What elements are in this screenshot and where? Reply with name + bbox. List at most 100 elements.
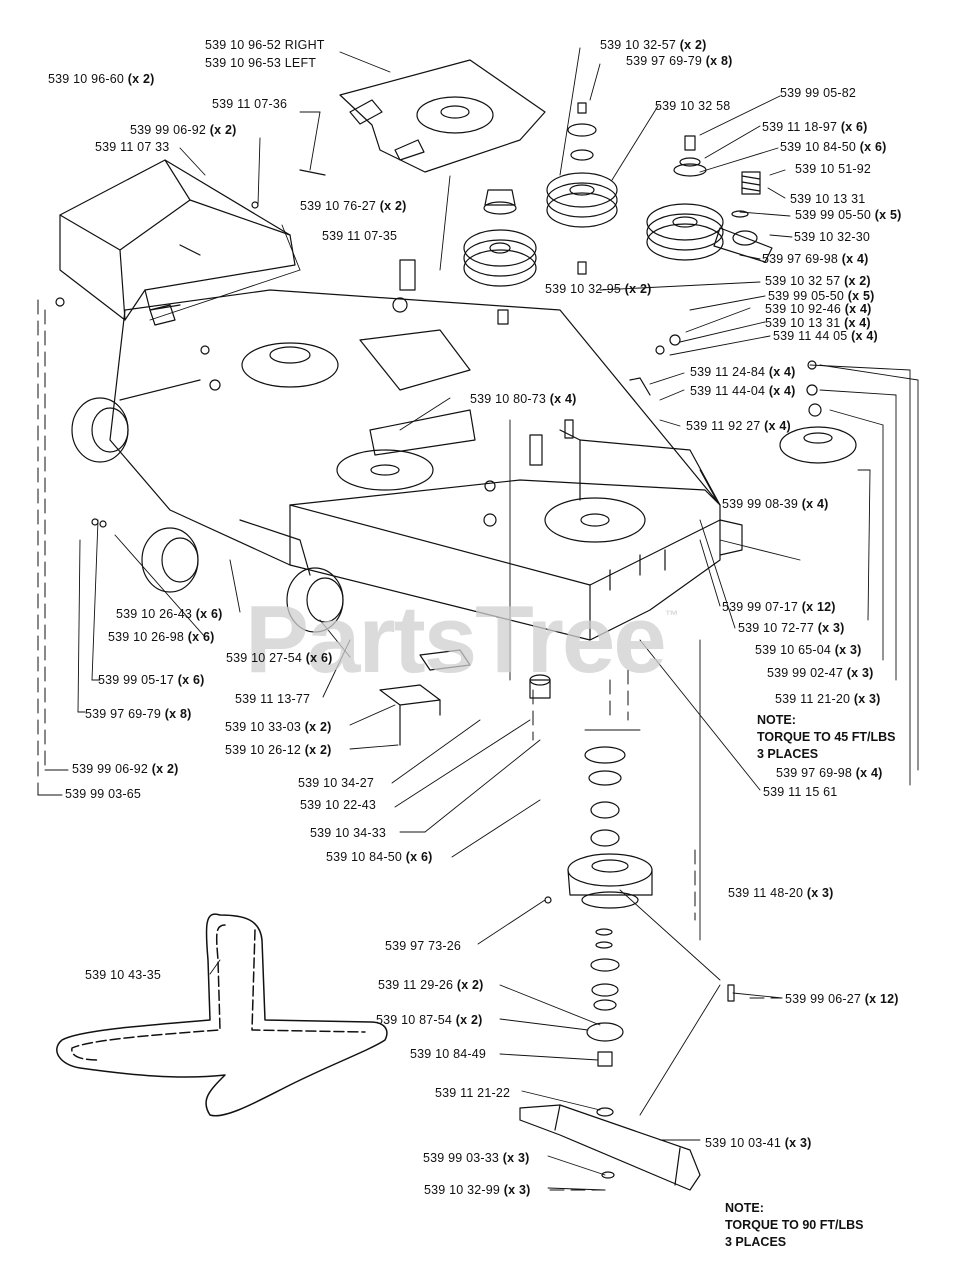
part-quantity: (x 8)	[705, 54, 733, 68]
part-number: 539 11 21-20	[775, 692, 851, 706]
part-label: 539 97 69-98 (x 4)	[762, 252, 868, 266]
part-number: 539 99 08-39	[722, 497, 799, 511]
note-line: TORQUE TO 45 FT/LBS	[757, 730, 896, 744]
part-number: 539 10 76-27	[300, 199, 377, 213]
part-quantity: (x 4)	[768, 384, 796, 398]
part-label: 539 99 03-33 (x 3)	[423, 1151, 529, 1165]
part-label: 539 97 73-26	[385, 939, 461, 953]
part-label: 539 99 06-92 (x 2)	[130, 123, 236, 137]
part-label: 539 10 32-30	[794, 230, 870, 244]
part-number: 539 99 05-50	[795, 208, 872, 222]
part-quantity: (x 2)	[127, 72, 155, 86]
part-label: 539 11 07 33	[95, 140, 169, 154]
part-label: 539 10 84-50 (x 6)	[326, 850, 432, 864]
part-number: 539 10 84-50	[780, 140, 857, 154]
leader-lines	[77, 47, 919, 1191]
part-number: 539 10 26-12	[225, 743, 302, 757]
part-label: 539 99 05-50 (x 5)	[795, 208, 901, 222]
part-quantity: (x 6)	[840, 120, 868, 134]
part-number: 539 11 18-97	[762, 120, 838, 134]
pulley-right	[646, 135, 773, 263]
part-number: 539 10 80-73	[470, 392, 547, 406]
part-quantity: (x 2)	[679, 38, 707, 52]
part-number: 539 10 32 57	[765, 274, 841, 288]
part-number: 539 99 06-92	[130, 123, 207, 137]
part-quantity: (x 8)	[164, 707, 192, 721]
part-number: 539 10 84-50	[326, 850, 403, 864]
part-number: 539 10 32-30	[794, 230, 871, 244]
discharge-chute	[59, 159, 296, 321]
hardware	[55, 169, 857, 746]
part-label: 539 11 44-04 (x 4)	[690, 384, 796, 398]
part-number: 539 97 69-98	[776, 766, 853, 780]
part-label: 539 10 72-77 (x 3)	[738, 621, 844, 635]
note-line: NOTE:	[757, 713, 796, 727]
part-label: 539 10 87-54 (x 2)	[376, 1013, 482, 1027]
gauge-wheels	[71, 379, 344, 633]
part-label: 539 10 84-49	[410, 1047, 486, 1061]
part-number: 539 99 05-17	[98, 673, 175, 687]
part-number: 539 99 03-33	[423, 1151, 500, 1165]
part-quantity: (x 2)	[624, 282, 652, 296]
part-label: 539 11 92 27 (x 4)	[686, 419, 791, 433]
part-number: 539 11 29-26	[378, 978, 454, 992]
part-number: 539 10 13 31	[765, 316, 841, 330]
part-quantity: (x 3)	[784, 1136, 812, 1150]
mower-deck	[109, 289, 743, 641]
part-quantity: (x 2)	[151, 762, 179, 776]
part-quantity: (x 5)	[847, 289, 875, 303]
torque-note: NOTE: TORQUE TO 45 FT/LBS 3 PLACES	[757, 712, 895, 763]
part-number: 539 10 03-41	[705, 1136, 782, 1150]
belt-cover-plate	[339, 59, 546, 173]
part-label: 539 10 34-33	[310, 826, 386, 840]
part-number: 539 10 32-95	[545, 282, 622, 296]
part-number: 539 10 22-43	[300, 798, 377, 812]
part-label: 539 10 03-41 (x 3)	[705, 1136, 811, 1150]
part-label: 539 99 05-17 (x 6)	[98, 673, 204, 687]
part-label: 539 11 07-35	[322, 229, 397, 243]
part-quantity: (x 12)	[864, 992, 899, 1006]
part-number: 539 10 34-33	[310, 826, 387, 840]
part-number: 539 10 96-52 RIGHT	[205, 38, 325, 52]
part-quantity: (x 6)	[187, 630, 215, 644]
part-number: 539 10 27-54	[226, 651, 303, 665]
part-number: 539 97 69-79	[85, 707, 162, 721]
part-label: 539 11 15 61	[763, 785, 837, 799]
part-quantity: (x 3)	[834, 643, 862, 657]
note-line: 3 PLACES	[757, 747, 819, 761]
part-quantity: (x 3)	[503, 1183, 531, 1197]
dashed-leaders	[37, 299, 783, 1191]
partstree-watermark: PartsTree™	[245, 586, 679, 693]
part-label: 539 10 33-03 (x 2)	[225, 720, 331, 734]
part-quantity: (x 4)	[764, 419, 791, 433]
part-label: 539 10 34-27	[298, 776, 374, 790]
part-number: 539 11 07 33	[95, 140, 170, 154]
part-quantity: (x 4)	[768, 365, 796, 379]
part-number: 539 10 51-92	[795, 162, 872, 176]
drive-belt	[56, 913, 388, 1117]
part-label: 539 10 26-43 (x 6)	[116, 607, 222, 621]
part-quantity: (x 6)	[305, 651, 333, 665]
part-label: 539 10 22-43	[300, 798, 376, 812]
part-number: 539 97 69-98	[762, 252, 839, 266]
part-label: 539 11 18-97 (x 6)	[762, 120, 868, 134]
part-label: 539 99 05-50 (x 5)	[768, 289, 874, 303]
part-number: 539 99 03-65	[65, 787, 142, 801]
part-number: 539 10 26-98	[108, 630, 185, 644]
part-number: 539 11 13-77	[235, 692, 311, 706]
part-quantity: (x 2)	[304, 743, 332, 757]
part-label: 539 10 27-54 (x 6)	[226, 651, 332, 665]
pulley-center	[546, 102, 618, 275]
part-quantity: (x 4)	[801, 497, 829, 511]
part-number: 539 10 34-27	[298, 776, 375, 790]
part-number: 539 10 96-53 LEFT	[205, 56, 317, 70]
part-number: 539 97 73-26	[385, 939, 462, 953]
part-number: 539 10 92-46	[765, 302, 842, 316]
part-label: 539 99 06-92 (x 2)	[72, 762, 178, 776]
part-quantity: (x 4)	[844, 302, 872, 316]
part-label: 539 99 07-17 (x 12)	[722, 600, 836, 614]
part-number: 539 99 07-17	[722, 600, 799, 614]
part-quantity: (x 2)	[379, 199, 407, 213]
part-number: 539 11 44 05	[773, 329, 848, 343]
part-number: 539 11 92 27	[686, 419, 761, 433]
